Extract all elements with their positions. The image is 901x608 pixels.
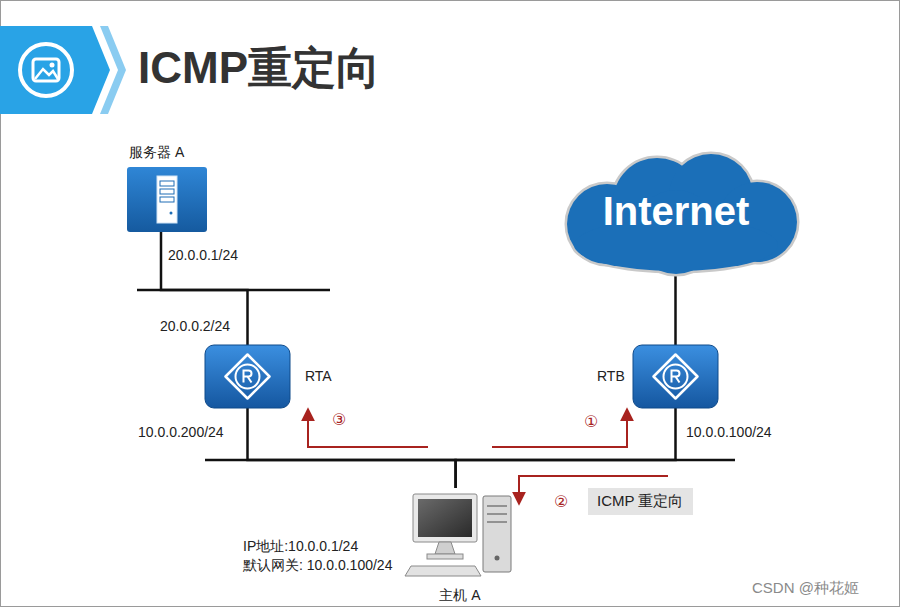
node-label: 服务器 A (129, 144, 184, 162)
host-config: 默认网关: 10.0.0.100/24 (243, 557, 392, 574)
flow-arrow (308, 410, 428, 447)
router-icon-art (205, 345, 290, 408)
ip-address: 20.0.0.1/24 (168, 247, 238, 264)
header-icon (0, 26, 126, 114)
flow-arrow (492, 410, 627, 447)
network-link (674, 272, 677, 345)
host-config: IP地址:10.0.0.1/24 (243, 538, 358, 555)
ip-address: 10.0.0.100/24 (686, 424, 772, 441)
router-icon: RTA (205, 345, 290, 408)
host-computer: 主机 A (405, 488, 515, 580)
ip-address: 10.0.0.200/24 (138, 424, 224, 441)
ip-address: 20.0.0.2/24 (160, 318, 230, 335)
callout-number: ③ (332, 410, 346, 429)
host-computer-art (405, 488, 515, 580)
network-link (248, 408, 456, 488)
callout-box: ICMP 重定向 (588, 488, 693, 515)
router-icon: RTB (633, 345, 718, 408)
page-title: ICMP重定向 (138, 44, 380, 92)
network-link (456, 408, 676, 488)
router-icon-art (633, 345, 718, 408)
watermark: CSDN @种花姬 (752, 579, 859, 597)
node-label: RTA (305, 368, 332, 384)
network-link (161, 232, 248, 345)
callout-number: ① (584, 412, 598, 431)
server-icon: 服务器 A (127, 167, 207, 232)
node-label: RTB (597, 368, 625, 384)
server-icon-art (127, 167, 207, 232)
callout-number: ② (554, 492, 568, 511)
node-label: 主机 A (439, 587, 480, 605)
node-label: Internet (603, 189, 750, 234)
internet-cloud: Internet (545, 150, 807, 272)
callout-text: ICMP 重定向 (597, 492, 683, 511)
